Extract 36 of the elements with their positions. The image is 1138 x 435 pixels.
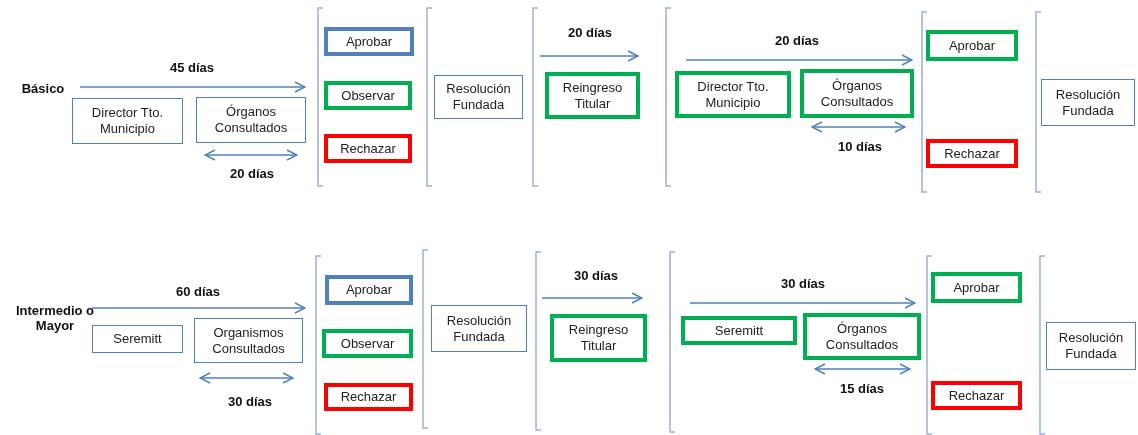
resolution-box: Resolución Fundada [1046, 322, 1136, 370]
decision-box: Rechazar [931, 381, 1022, 410]
level-label: Intermedio o Mayor [15, 303, 95, 333]
duration-label: 20 días [229, 165, 275, 181]
office-box: Organismos Consultados [194, 318, 303, 363]
decision-box: Observar [322, 329, 413, 358]
process-box: Reingreso Titular [545, 72, 640, 119]
decision-box: Rechazar [324, 134, 412, 163]
office-box: Seremitt [681, 316, 797, 345]
decision-box: Aprobar [926, 30, 1018, 61]
duration-label: 30 días [227, 393, 273, 409]
decision-box: Rechazar [926, 139, 1018, 168]
office-box: Órganos Consultados [196, 97, 306, 143]
duration-label: 15 días [839, 380, 885, 396]
office-box: Órganos Consultados [803, 313, 921, 360]
process-box: Reingreso Titular [550, 314, 647, 362]
resolution-box: Resolución Fundada [434, 75, 523, 119]
office-box: Director Tto. Municipio [675, 71, 791, 118]
office-box: Director Tto. Municipio [72, 98, 183, 144]
office-box: Seremitt [92, 325, 183, 353]
duration-label: 20 días [774, 32, 820, 48]
level-label: Básico [20, 80, 66, 96]
duration-label: 20 días [567, 24, 613, 40]
decision-box: Aprobar [325, 275, 413, 305]
decision-box: Observar [324, 81, 412, 110]
duration-label: 45 días [169, 59, 215, 75]
duration-label: 30 días [573, 267, 619, 283]
resolution-box: Resolución Fundada [431, 305, 527, 352]
decision-box: Aprobar [324, 27, 414, 56]
duration-label: 60 días [175, 283, 221, 299]
resolution-box: Resolución Fundada [1041, 79, 1135, 126]
duration-label: 10 días [837, 138, 883, 154]
decision-box: Aprobar [931, 272, 1022, 303]
office-box: Órganos Consultados [800, 69, 914, 118]
decision-box: Rechazar [324, 383, 413, 411]
duration-label: 30 días [780, 275, 826, 291]
